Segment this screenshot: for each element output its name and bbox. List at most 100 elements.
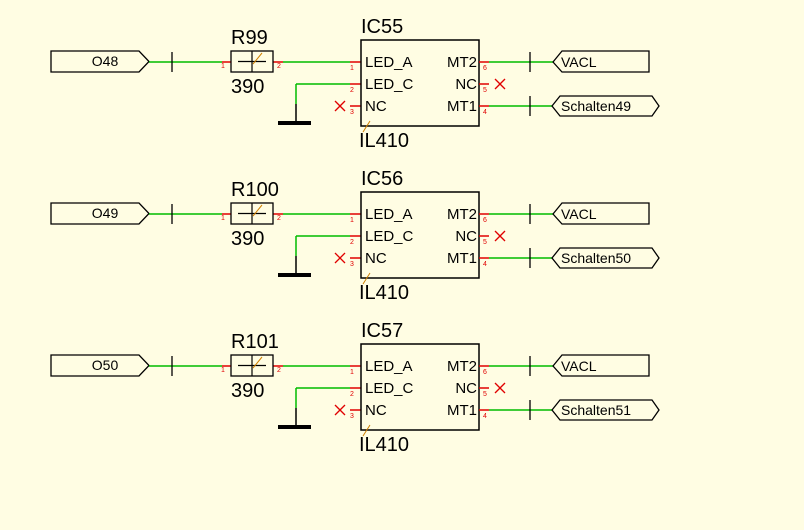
resistor-pin-number: 1 bbox=[221, 367, 225, 374]
resistor-origin-mark bbox=[252, 52, 263, 65]
ic-pin-number: 4 bbox=[483, 109, 487, 116]
output-port-label: Schalten51 bbox=[561, 402, 631, 418]
output-port-label: VACL bbox=[561, 54, 597, 70]
output-port-flag bbox=[552, 50, 650, 73]
ic-ref: IC57 bbox=[361, 320, 403, 342]
ic-body bbox=[360, 39, 480, 127]
resistor-origin-mark bbox=[252, 356, 263, 369]
resistor-value: 390 bbox=[231, 228, 264, 250]
ic-body bbox=[360, 191, 480, 279]
ic-origin-mark bbox=[362, 120, 371, 133]
output-port-flag bbox=[552, 202, 650, 225]
input-port: O48 bbox=[50, 50, 150, 73]
resistor-value: 390 bbox=[231, 76, 264, 98]
ic-pin-label: MT1 bbox=[447, 98, 477, 115]
output-port-flag bbox=[551, 399, 660, 421]
ic-pin-number: 3 bbox=[350, 109, 354, 116]
input-port: O49 bbox=[50, 202, 150, 225]
resistor-pin-number: 2 bbox=[277, 367, 281, 374]
input-port-flag bbox=[50, 50, 150, 73]
no-connect-marker bbox=[494, 230, 506, 242]
output-port-label: VACL bbox=[561, 358, 597, 374]
ic-pin-number: 5 bbox=[483, 239, 487, 246]
resistor-pin-number: 1 bbox=[221, 63, 225, 70]
resistor-ref: R100 bbox=[231, 179, 279, 201]
ic-pin-label: NC bbox=[455, 76, 477, 93]
ic-pin-number: 2 bbox=[350, 391, 354, 398]
ic-pin-label: MT2 bbox=[447, 54, 477, 71]
ic-pin-label: NC bbox=[365, 98, 387, 115]
ic-pin-number: 1 bbox=[350, 65, 354, 72]
ic-origin-mark bbox=[362, 424, 371, 437]
ic-pin-number: 6 bbox=[483, 217, 487, 224]
ic-pin-number: 6 bbox=[483, 65, 487, 72]
ic-pin-label: LED_C bbox=[365, 76, 414, 93]
output-port-label: VACL bbox=[561, 206, 597, 222]
ic-pin-label: MT2 bbox=[447, 358, 477, 375]
ic-pin-number: 6 bbox=[483, 369, 487, 376]
no-connect-marker bbox=[334, 404, 346, 416]
input-port-label: O50 bbox=[92, 357, 119, 373]
output-port-vacl: VACL bbox=[552, 202, 650, 225]
resistor-ref: R101 bbox=[231, 331, 279, 353]
resistor-pin-number: 2 bbox=[277, 215, 281, 222]
ic-pin-number: 1 bbox=[350, 217, 354, 224]
output-port-schalten: Schalten49 bbox=[551, 95, 660, 117]
output-port-vacl: VACL bbox=[552, 354, 650, 377]
ic-pin-number: 5 bbox=[483, 87, 487, 94]
ic-pin-label: MT1 bbox=[447, 250, 477, 267]
resistor: R100 390 1 2 bbox=[221, 179, 281, 250]
input-port: O50 bbox=[50, 354, 150, 377]
ic-pin-label: MT1 bbox=[447, 402, 477, 419]
ic-pin-label: MT2 bbox=[447, 206, 477, 223]
output-port-schalten: Schalten51 bbox=[551, 399, 660, 421]
output-port-schalten: Schalten50 bbox=[551, 247, 660, 269]
input-port-flag bbox=[50, 202, 150, 225]
resistor-origin-mark bbox=[252, 204, 263, 217]
ic-pin-label: NC bbox=[455, 228, 477, 245]
no-connect-marker bbox=[334, 252, 346, 264]
ic-pin-label: LED_A bbox=[365, 358, 413, 375]
output-port-flag bbox=[551, 95, 660, 117]
resistor-pin-number: 2 bbox=[277, 63, 281, 70]
ic-pin-number: 2 bbox=[350, 87, 354, 94]
input-port-label: O48 bbox=[92, 53, 119, 69]
ic-pin-number: 1 bbox=[350, 369, 354, 376]
ic-pin-number: 3 bbox=[350, 413, 354, 420]
no-connect-marker bbox=[494, 382, 506, 394]
ic-part-number: IL410 bbox=[359, 282, 409, 304]
ic-origin-mark bbox=[362, 272, 371, 285]
ic-ref: IC56 bbox=[361, 168, 403, 190]
ground-symbol bbox=[278, 273, 311, 277]
ic-pin-label: NC bbox=[365, 402, 387, 419]
ic-pin-label: NC bbox=[455, 380, 477, 397]
ic-pin-number: 4 bbox=[483, 261, 487, 268]
ic-pin-number: 3 bbox=[350, 261, 354, 268]
ic-pin-number: 2 bbox=[350, 239, 354, 246]
output-port-flag bbox=[551, 247, 660, 269]
ic-pin-label: LED_A bbox=[365, 206, 413, 223]
no-connect-marker bbox=[334, 100, 346, 112]
output-port-flag bbox=[552, 354, 650, 377]
ic-pin-label: LED_A bbox=[365, 54, 413, 71]
ic-ref: IC55 bbox=[361, 16, 403, 38]
ic-pin-label: LED_C bbox=[365, 380, 414, 397]
ic-body bbox=[360, 343, 480, 431]
ic-pin-label: NC bbox=[365, 250, 387, 267]
ground-symbol bbox=[278, 121, 311, 125]
resistor-value: 390 bbox=[231, 380, 264, 402]
ic-part-number: IL410 bbox=[359, 434, 409, 456]
no-connect-marker bbox=[494, 78, 506, 90]
ic-part-number: IL410 bbox=[359, 130, 409, 152]
ground-symbol bbox=[278, 425, 311, 429]
ic-pin-number: 4 bbox=[483, 413, 487, 420]
resistor-pin-number: 1 bbox=[221, 215, 225, 222]
input-port-label: O49 bbox=[92, 205, 119, 221]
